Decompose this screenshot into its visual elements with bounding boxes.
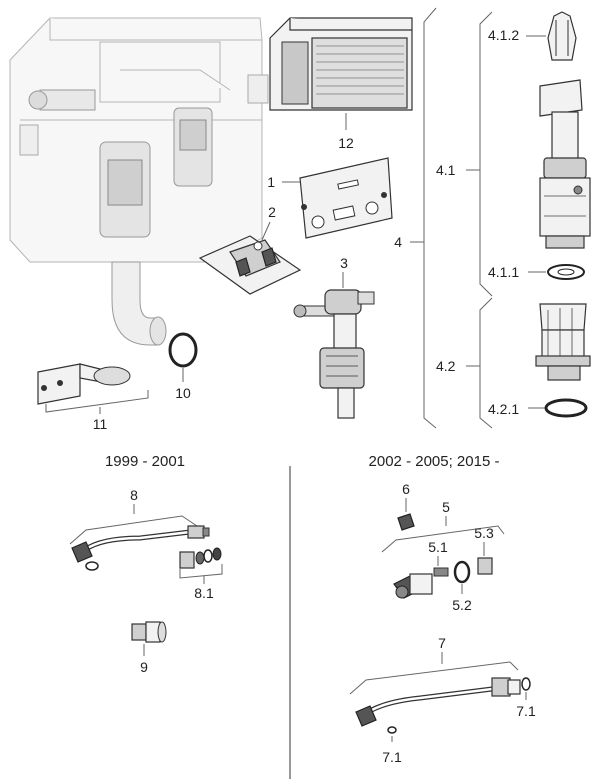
label-5-1: 5.1: [428, 539, 448, 555]
label-5-3: 5.3: [474, 525, 494, 541]
label-4-1-1: 4.1.1: [488, 264, 519, 280]
part-8-hose: 8: [69, 487, 210, 571]
label-4-2: 4.2: [436, 358, 456, 374]
part-1-plate: 1: [267, 157, 393, 239]
label-8: 8: [130, 487, 138, 503]
label-4-2-1: 4.2.1: [488, 401, 519, 417]
part-11-bracket: 11: [37, 363, 149, 432]
part-8-1-fittings: 8.1: [179, 547, 223, 601]
section-header-left: 1999 - 2001: [105, 453, 185, 470]
part-2-lever: 2: [198, 204, 302, 295]
label-4: 4: [394, 234, 402, 250]
part-6-cap: 6: [397, 481, 415, 531]
part-4-group: 4 4.1 4.2 4.1.2 4.1.1: [394, 7, 591, 429]
part-5-valve-kit: 5 5.1 5.3 5.2: [381, 499, 505, 613]
part-3-fill-valve: 3: [293, 255, 375, 419]
label-5-2: 5.2: [452, 597, 472, 613]
label-7-1-left: 7.1: [382, 749, 402, 765]
label-7-1-right: 7.1: [516, 703, 536, 719]
label-4-1-2: 4.1.2: [488, 27, 519, 43]
label-3: 3: [340, 255, 348, 271]
part-10-seal: 10: [168, 332, 198, 401]
label-10: 10: [175, 385, 191, 401]
part-9-adapter: 9: [131, 621, 167, 675]
cistern-illustration: [9, 17, 269, 346]
label-7: 7: [438, 635, 446, 651]
part-12-frame: 12: [269, 17, 413, 151]
label-2: 2: [268, 204, 276, 220]
label-4-1: 4.1: [436, 162, 456, 178]
label-5: 5: [442, 499, 450, 515]
label-6: 6: [402, 481, 410, 497]
label-11: 11: [93, 416, 108, 432]
label-1: 1: [267, 174, 275, 190]
part-7-hose: 7 7.1 7.1: [349, 635, 536, 765]
label-12: 12: [338, 135, 354, 151]
section-header-right: 2002 - 2005; 2015 -: [369, 453, 500, 470]
label-8-1: 8.1: [194, 585, 214, 601]
label-9: 9: [140, 659, 148, 675]
